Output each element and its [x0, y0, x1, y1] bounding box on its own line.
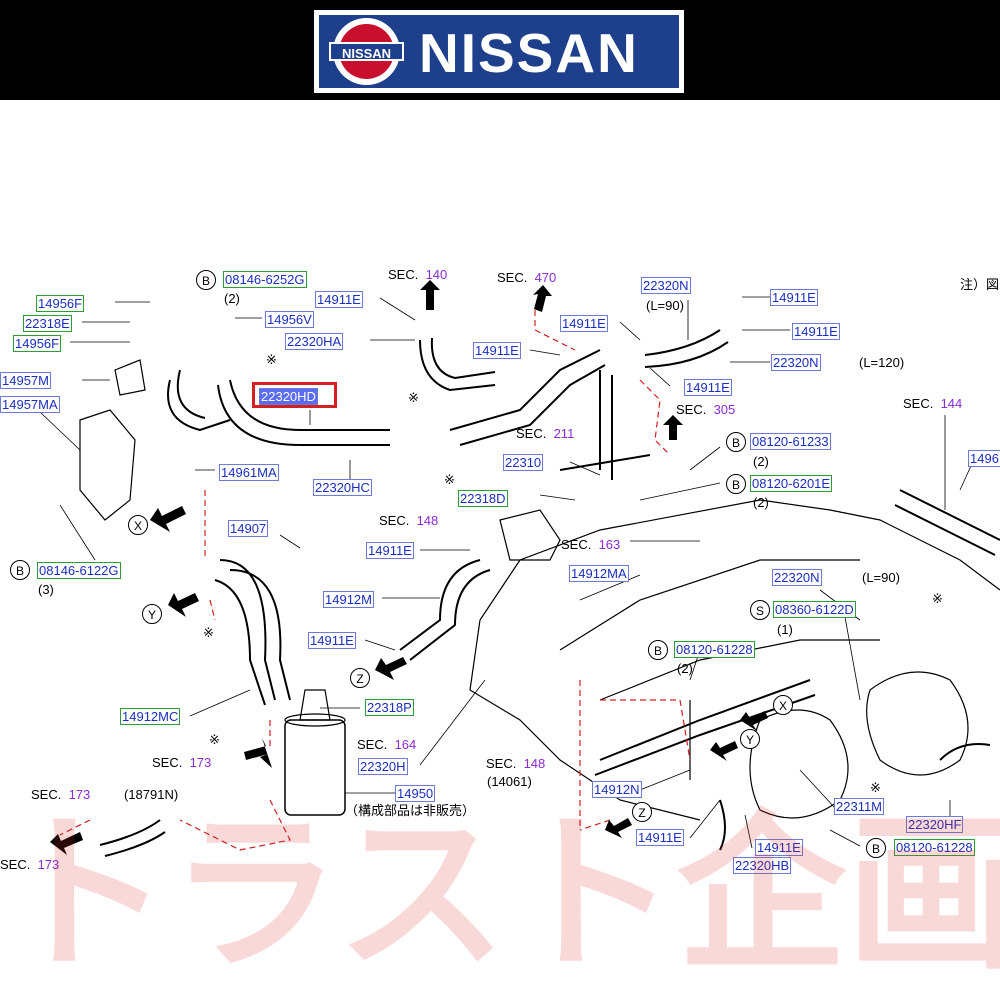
section-ref: SEC. 148: [379, 513, 439, 528]
part-label[interactable]: 14911E: [366, 542, 414, 559]
part-label[interactable]: 08146-6122G: [37, 562, 121, 579]
qty-note: (L=90): [646, 298, 684, 313]
qty-note: (14061): [487, 774, 532, 789]
section-ref: SEC. 163: [561, 537, 621, 552]
section-ref: SEC. 173: [152, 755, 212, 770]
nissan-emblem-icon: NISSAN: [329, 18, 404, 85]
part-label[interactable]: 08120-61228: [894, 839, 975, 856]
part-label[interactable]: 14956V: [265, 311, 314, 328]
callout-b: B: [726, 432, 746, 452]
qty-note: （構成部品は非販売）: [345, 803, 476, 818]
part-label[interactable]: 22320HF: [906, 816, 964, 833]
qty-note: (1): [777, 622, 793, 637]
part-label[interactable]: 22320H: [358, 758, 408, 775]
part-label[interactable]: 14907: [228, 520, 269, 537]
part-label[interactable]: 22320N: [771, 354, 821, 371]
section-ref: SEC. 140: [388, 267, 448, 282]
asterisk-mark: ※: [209, 732, 220, 747]
corner-note: 注）図: [960, 277, 1000, 292]
section-ref: SEC. 305: [676, 402, 736, 417]
part-label[interactable]: 14957M: [0, 372, 51, 389]
section-ref: SEC. 173: [31, 787, 91, 802]
qty-note: (2): [753, 495, 769, 510]
qty-note: (18791N): [124, 787, 179, 802]
part-label[interactable]: 14911E: [636, 829, 684, 846]
brand-name: NISSAN: [419, 22, 639, 84]
callout-s: S: [750, 600, 770, 620]
callout-z: Z: [632, 802, 652, 822]
part-label[interactable]: 22320N: [641, 277, 691, 294]
asterisk-mark: ※: [266, 352, 277, 367]
part-label[interactable]: 14961MA: [219, 464, 279, 481]
qty-note: (2): [753, 454, 769, 469]
asterisk-mark: ※: [932, 591, 943, 606]
part-label[interactable]: 22310: [503, 454, 544, 471]
part-label[interactable]: 14912M: [323, 591, 374, 608]
part-label[interactable]: 14911E: [770, 289, 818, 306]
part-label[interactable]: 22320HB: [733, 857, 792, 874]
qty-note: (L=90): [862, 570, 900, 585]
asterisk-mark: ※: [444, 472, 455, 487]
callout-x: X: [773, 695, 793, 715]
section-ref: SEC. 164: [357, 737, 417, 752]
part-label[interactable]: 14911E: [315, 291, 363, 308]
asterisk-mark: ※: [408, 390, 419, 405]
part-label[interactable]: 22318E: [23, 315, 72, 332]
asterisk-mark: ※: [203, 625, 214, 640]
part-label[interactable]: 14912MC: [120, 708, 181, 725]
header-bar: NISSAN NISSAN: [0, 0, 1000, 100]
part-label[interactable]: 14911E: [473, 342, 521, 359]
qty-note: (3): [38, 582, 54, 597]
part-label[interactable]: 22318D: [458, 490, 508, 507]
part-label[interactable]: 14911E: [755, 839, 803, 856]
callout-b: B: [196, 270, 216, 290]
part-label[interactable]: 08120-61233: [750, 433, 831, 450]
callout-b: B: [726, 474, 746, 494]
section-ref: SEC. 470: [497, 270, 557, 285]
asterisk-mark: ※: [870, 780, 881, 795]
section-ref: SEC. 144: [903, 396, 963, 411]
part-label[interactable]: 14956F: [36, 295, 85, 312]
part-label[interactable]: 08360-6122D: [773, 601, 856, 618]
part-label[interactable]: 22320N: [772, 569, 822, 586]
watermark: トラスト企画: [0, 796, 1000, 994]
highlight-frame: [252, 382, 337, 408]
callout-x: X: [128, 515, 148, 535]
callout-z: Z: [350, 668, 370, 688]
part-label[interactable]: 22320HC: [313, 479, 372, 496]
part-label[interactable]: 22318P: [365, 699, 414, 716]
part-label[interactable]: 14912N: [592, 781, 642, 798]
section-ref: SEC. 173: [0, 857, 60, 872]
qty-note: (L=120): [859, 355, 905, 370]
callout-b: B: [866, 838, 886, 858]
callout-b: B: [10, 560, 30, 580]
section-ref: SEC. 148: [486, 756, 546, 771]
part-label[interactable]: 22320HA: [285, 333, 344, 350]
part-label[interactable]: 08146-6252G: [223, 271, 307, 288]
part-label[interactable]: 08120-61228: [674, 641, 755, 658]
part-label[interactable]: 14912MA: [569, 565, 629, 582]
part-label[interactable]: 1496: [968, 450, 1000, 467]
callout-y: Y: [740, 729, 760, 749]
qty-note: (2): [224, 291, 240, 306]
part-label[interactable]: 14911E: [308, 632, 356, 649]
callout-y: Y: [142, 604, 162, 624]
part-label-highlighted[interactable]: 22320HD: [259, 388, 318, 405]
part-label[interactable]: 14950: [395, 785, 436, 802]
nissan-logo: NISSAN NISSAN: [314, 10, 684, 93]
part-label[interactable]: 14911E: [684, 379, 732, 396]
part-label[interactable]: 14911E: [792, 323, 840, 340]
part-label[interactable]: 14911E: [560, 315, 608, 332]
section-ref: SEC. 211: [516, 426, 575, 441]
part-label[interactable]: 14956F: [13, 335, 62, 352]
part-label[interactable]: 22311M: [834, 798, 885, 815]
part-label[interactable]: 14957MA: [0, 396, 60, 413]
part-label[interactable]: 08120-6201E: [750, 475, 833, 492]
callout-b: B: [648, 640, 668, 660]
qty-note: (2): [677, 661, 693, 676]
